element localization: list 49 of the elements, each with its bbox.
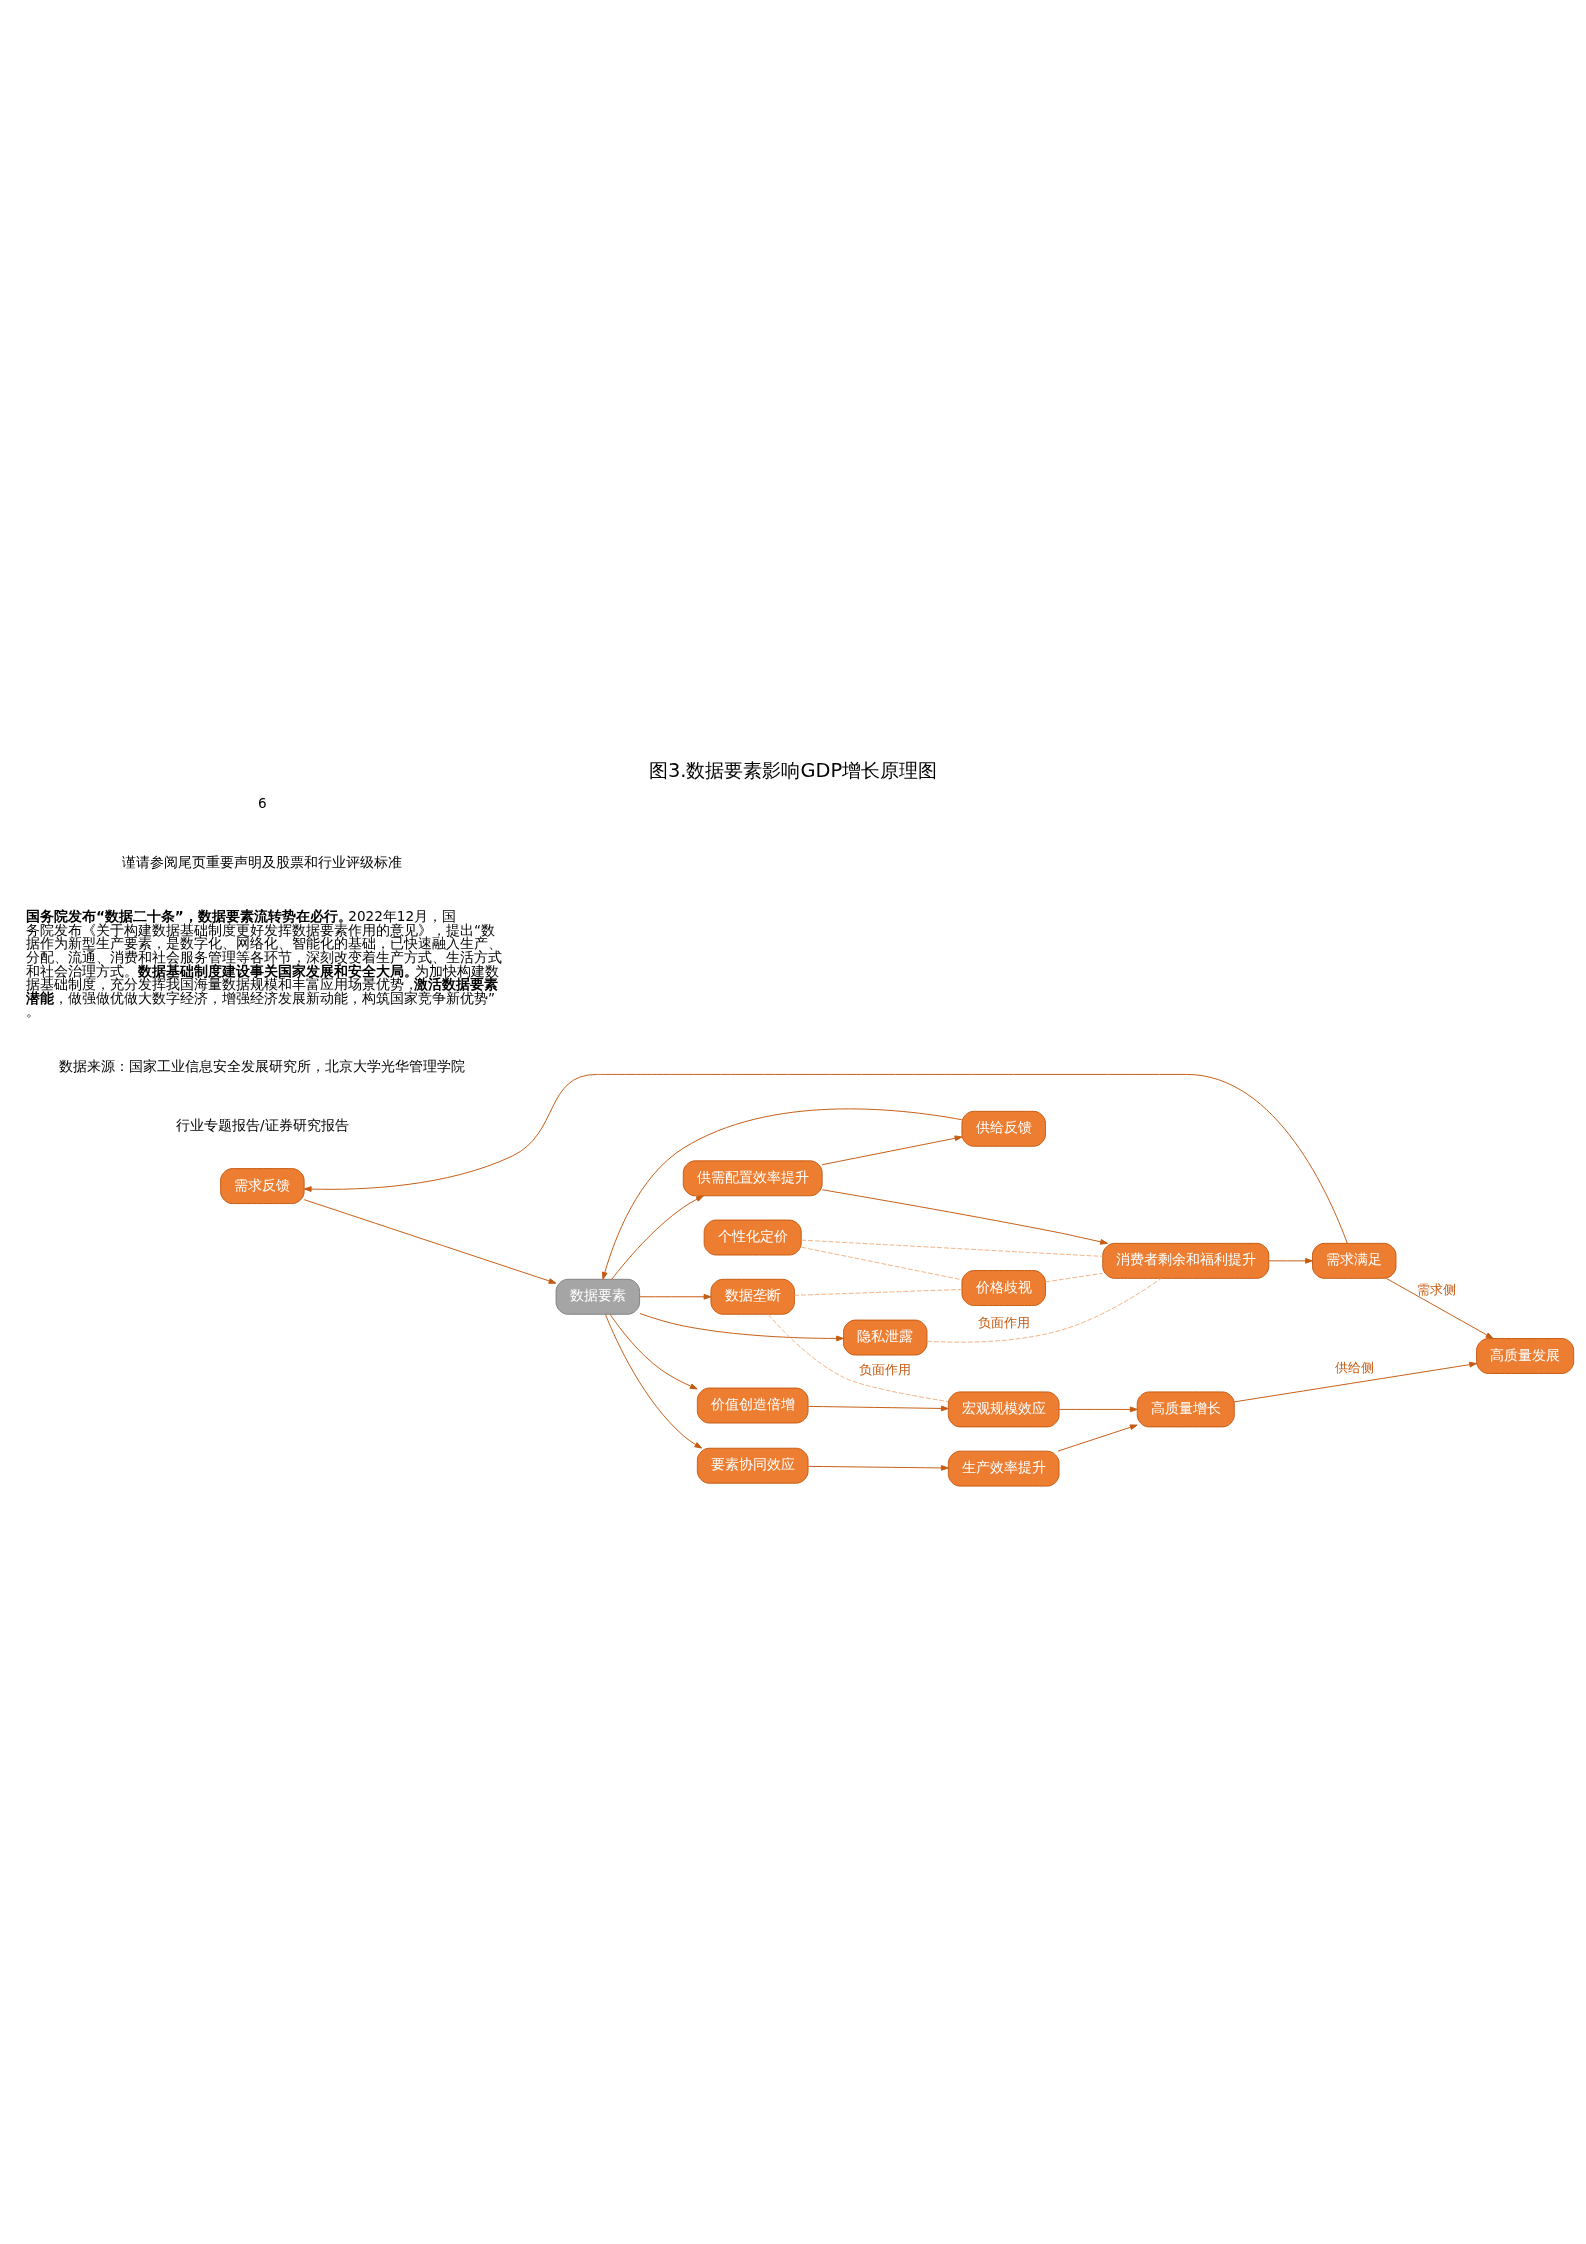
arrow: [1386, 1278, 1494, 1339]
arrow: [1057, 1424, 1138, 1452]
node-box: 数据要素: [555, 1278, 641, 1315]
node-box: 生产效率提升: [947, 1450, 1060, 1487]
node-box: 价格歧视: [961, 1270, 1046, 1306]
arrow: [821, 1135, 963, 1166]
arrow: [604, 1314, 703, 1449]
node-box: 需求反馈: [220, 1168, 305, 1205]
diagram-title: 图3.数据要素影响GDP增长原理图: [648, 759, 938, 783]
label: 行业专题报告/证券研究报告: [176, 1117, 349, 1134]
connector: [767, 1314, 949, 1403]
node-box: 要素协同效应: [696, 1447, 809, 1484]
edge-label: 需求侧: [1416, 1282, 1456, 1298]
edge-label: 负面作用: [977, 1315, 1030, 1331]
arrow: [602, 1108, 963, 1280]
node-box: 高质量增长: [1136, 1391, 1235, 1428]
node-box: 供需配置效率提升: [682, 1160, 823, 1197]
node-box: 个性化定价: [703, 1219, 802, 1256]
label: 谨请参阅尾页重要声明及股票和行业评级标准: [122, 854, 403, 871]
label: 6: [258, 795, 267, 812]
connector: [800, 1239, 1104, 1257]
arrow: [639, 1293, 712, 1300]
arrow: [821, 1189, 1108, 1245]
node-box: 价值创造倍增: [696, 1387, 809, 1424]
label: 国务院发布“数据二十条”，数据要素流转势在必行。2022年12月，国务院发布《关于构建数据基础制度更好发挥数据要素作用的意见》，提出“数据作为新型生产要素，是数字化、网络化、智能化的基础，已快速融入生产、分配、流通、消费和社会服务管理等各环节，深刻改变着生产方式、生活方式和社会治理方式。数据基础制度建设事关国家发展和安全大局。为加快构建数据基础制度，充分发挥我国海量数据规模和丰富应用场景优势，激活数据要素潜能，做强做优做大数字经济，增强经济发展新动能，构筑国家竞争新优势”。: [25, 908, 502, 1020]
arrow: [303, 1199, 557, 1284]
connector: [926, 1277, 1162, 1343]
arrow: [807, 1465, 949, 1471]
node-box: 宏观规模效应: [947, 1391, 1060, 1428]
arrow: [639, 1312, 844, 1342]
node-box: 消费者剩余和福利提升: [1102, 1242, 1270, 1279]
arrow: [1058, 1406, 1138, 1413]
arrow: [303, 1073, 1348, 1244]
arrow: [1233, 1361, 1477, 1403]
arrow: [807, 1405, 949, 1412]
label: 数据来源：国家工业信息安全发展研究所，北京大学光华管理学院: [59, 1058, 466, 1075]
node-box: 隐私泄露: [843, 1319, 928, 1356]
node-box: 需求满足: [1312, 1242, 1397, 1279]
node-box: 供给反馈: [961, 1110, 1046, 1147]
node-box: 数据垄断: [710, 1278, 795, 1315]
node-box: 高质量发展: [1476, 1338, 1575, 1374]
arrow: [611, 1195, 704, 1280]
connector: [800, 1246, 963, 1281]
arrow: [1268, 1258, 1313, 1264]
edge-label: 供给侧: [1334, 1359, 1374, 1375]
arrow: [609, 1314, 698, 1390]
edge-label: 负面作用: [859, 1361, 912, 1377]
connector: [1045, 1272, 1103, 1283]
connector: [794, 1289, 963, 1296]
